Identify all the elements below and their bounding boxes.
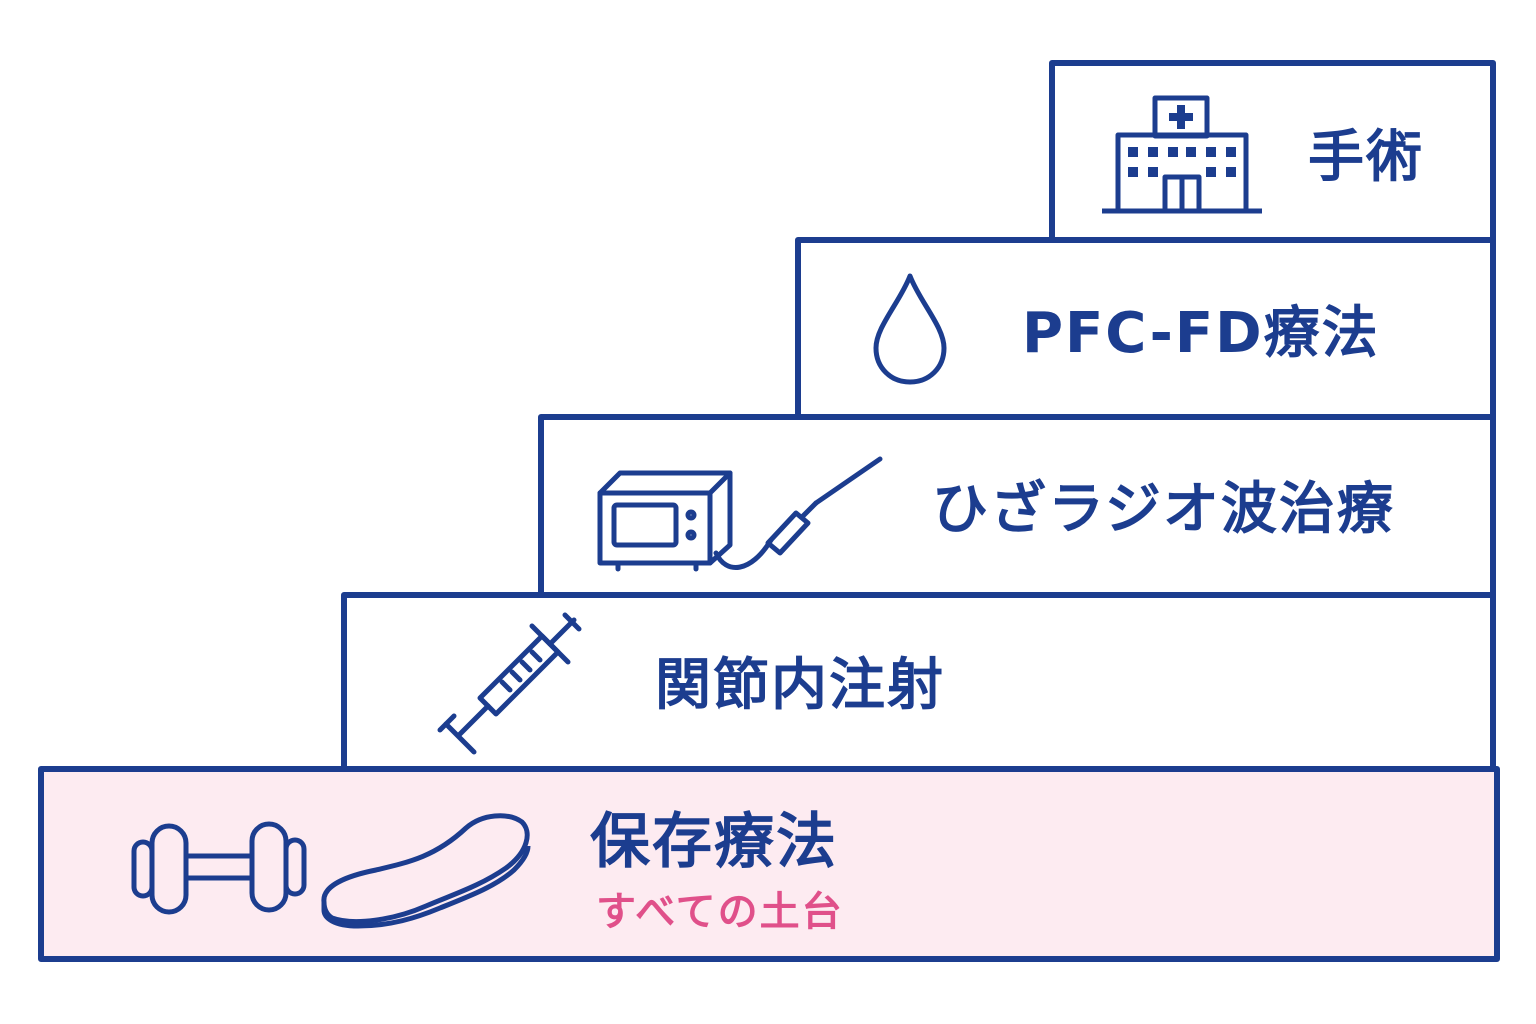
dumbbell-icon — [131, 818, 307, 918]
step-label-radiofrequency: ひざラジオ波治療 — [932, 477, 1395, 542]
radiofrequency-device-icon — [596, 455, 886, 580]
step-pfc-fd — [795, 237, 1496, 421]
step-injection — [341, 592, 1496, 776]
step-label-surgery: 手術 — [1308, 125, 1424, 190]
step-label-injection: 関節内注射 — [655, 653, 945, 718]
step-sublabel-conservative: すべての土台 — [596, 889, 844, 935]
step-label-pfc-fd: PFC-FD療法 — [1022, 301, 1380, 366]
step-label-conservative: 保存療法 — [590, 807, 838, 877]
syringe-icon — [432, 612, 582, 757]
water-drop-icon — [870, 272, 950, 387]
step-conservative — [38, 766, 1500, 962]
insole-icon — [318, 810, 536, 932]
hospital-icon — [1100, 95, 1265, 215]
